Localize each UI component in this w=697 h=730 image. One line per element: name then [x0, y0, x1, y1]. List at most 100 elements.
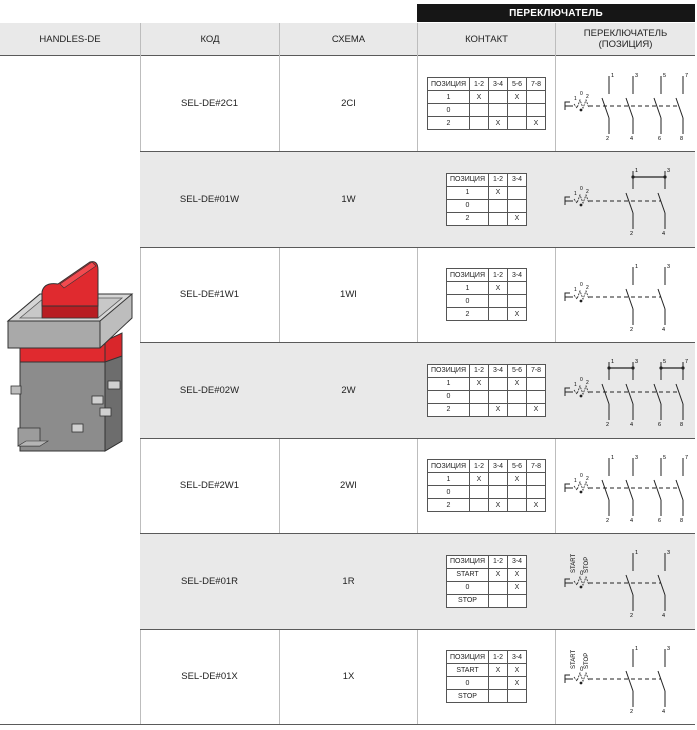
col-product: HANDLES-DE: [39, 33, 101, 45]
contact-blade: [653, 479, 661, 500]
terminal-label: 3: [635, 455, 638, 461]
contact-mark: [488, 580, 508, 595]
contact-position: 1: [446, 281, 489, 295]
terminal-label: 6: [658, 422, 661, 428]
contact-blade: [675, 383, 683, 405]
contact-mark: [488, 294, 508, 308]
actuator-symbol: [564, 292, 570, 301]
contact-position: 2: [427, 498, 470, 512]
contact-mark: X: [526, 402, 546, 417]
junction-dot: [630, 175, 635, 179]
contact-mark: X: [526, 498, 546, 512]
contact-position: 0: [446, 294, 489, 308]
contact-mark: X: [507, 472, 527, 486]
contact-mark: 3-4: [507, 650, 527, 664]
contact-row: 0: [427, 389, 546, 404]
terminal-label: 2: [630, 231, 633, 237]
terminal-label: 7: [685, 73, 688, 79]
contact-blade: [601, 479, 609, 500]
contact-position: ПОЗИЦИЯ: [446, 268, 489, 282]
actuator-symbol: [573, 575, 589, 587]
actuator-symbol: [564, 483, 570, 492]
contact-blade: [601, 383, 609, 405]
contact-mark: [507, 402, 527, 417]
position-label: 0: [580, 473, 583, 479]
terminal-label: 2: [630, 327, 633, 333]
contact-mark: 7-8: [526, 459, 546, 473]
contact-mark: [488, 593, 508, 608]
contact-blade: [625, 192, 633, 214]
junction-dot: [630, 366, 635, 370]
row-scheme: 1W: [341, 193, 356, 205]
terminal-label: 1: [611, 73, 614, 79]
contact-mark: [526, 376, 546, 391]
contact-mark: 5-6: [507, 363, 527, 378]
terminal-label: 2: [606, 518, 609, 524]
contact-blade: [601, 97, 609, 118]
contact-row: 0: [446, 198, 527, 213]
position-label: 2: [586, 94, 589, 100]
contact-mark: [469, 103, 489, 117]
contact-blade: [675, 479, 683, 500]
contact-blade: [657, 670, 665, 691]
contact-position: 2: [427, 402, 470, 417]
terminal-label: 6: [658, 518, 661, 524]
contact-mark: X: [507, 211, 527, 226]
position-label: 2: [586, 476, 589, 482]
row-code: SEL-DE#01R: [180, 575, 239, 587]
table-header: HANDLES-DE КОД СХЕМА КОНТАКТ ПЕРЕКЛЮЧАТЕ…: [0, 23, 695, 56]
contact-mark: [507, 116, 527, 130]
contact-mark: [488, 472, 508, 486]
row-code: SEL-DE#02W: [179, 384, 240, 396]
contact-mark: [488, 90, 508, 104]
contact-blade: [657, 192, 665, 214]
actuator-pivot: [579, 394, 582, 398]
contact-mark: X: [507, 580, 527, 595]
contact-row: 0: [446, 294, 527, 308]
actuator-symbol: [573, 193, 589, 205]
terminal-label: 1: [635, 264, 638, 270]
contact-blade: [653, 97, 661, 118]
selector-switch-illustration-icon: [6, 261, 134, 452]
contact-position: STOP: [446, 689, 489, 703]
position-label: 1: [574, 96, 577, 102]
contact-position: ПОЗИЦИЯ: [446, 554, 489, 569]
contact-mark: X: [469, 472, 489, 486]
contact-mark: [488, 307, 508, 321]
contact-mark: X: [469, 376, 489, 391]
terminal-label: 8: [680, 136, 683, 142]
position-label: 1: [574, 287, 577, 293]
contact-mark: [488, 103, 508, 117]
junction-dot: [662, 175, 667, 179]
terminal-label: 1: [611, 359, 614, 365]
terminal-label: 3: [635, 73, 638, 79]
contact-mark: X: [469, 90, 489, 104]
actuator-symbol: [564, 101, 570, 110]
terminal-label: 6: [658, 136, 661, 142]
col-position-line1: ПЕРЕКЛЮЧАТЕЛЬ: [583, 28, 668, 39]
contact-mark: 3-4: [507, 172, 527, 187]
position-label: STOP: [584, 652, 590, 668]
contact-mark: [526, 90, 546, 104]
